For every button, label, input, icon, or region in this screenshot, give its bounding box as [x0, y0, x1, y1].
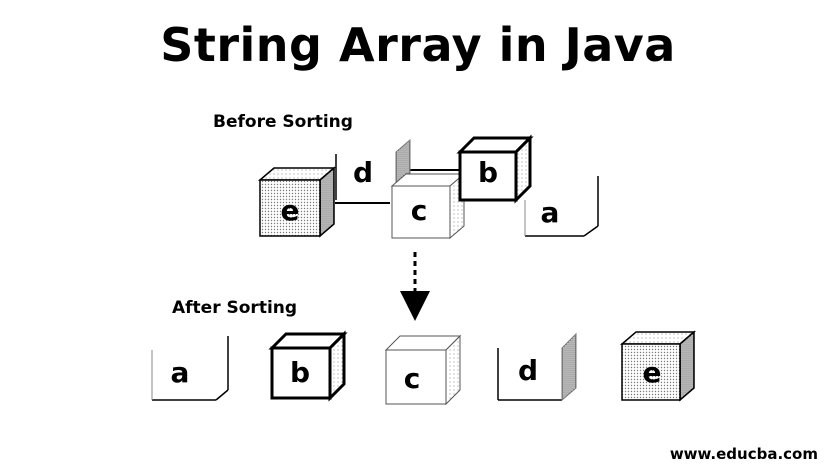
letter-a: a: [541, 196, 560, 229]
after-item-d: d: [497, 332, 577, 402]
letter-d: d: [353, 156, 373, 189]
letter-e: e: [643, 356, 662, 389]
page-title: String Array in Java: [160, 18, 676, 72]
before-item-b: b: [456, 134, 534, 204]
after-item-c: c: [384, 334, 462, 406]
before-sorting-label: Before Sorting: [213, 112, 353, 132]
letter-a: a: [171, 356, 190, 389]
letter-b: b: [290, 356, 310, 389]
after-item-a: a: [151, 336, 229, 401]
before-item-a: a: [524, 176, 599, 237]
before-item-c: c: [390, 172, 466, 240]
letter-e: e: [281, 194, 300, 227]
after-item-b: b: [268, 330, 348, 402]
letter-c: c: [404, 362, 421, 395]
letter-c: c: [411, 194, 428, 227]
letter-d: d: [518, 354, 538, 387]
after-item-e: e: [619, 330, 697, 402]
letter-b: b: [478, 156, 498, 189]
watermark-url: www.educba.com: [669, 445, 818, 463]
before-item-e: e: [257, 166, 337, 238]
after-sorting-label: After Sorting: [172, 298, 298, 318]
